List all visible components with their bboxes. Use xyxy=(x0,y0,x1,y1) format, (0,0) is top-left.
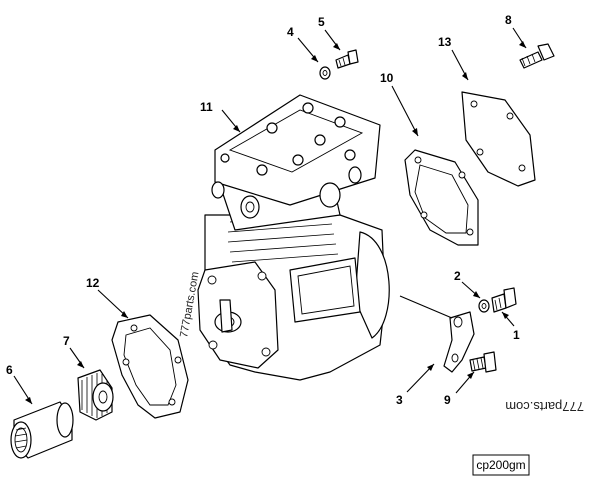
callout-5: 5 xyxy=(318,15,325,29)
callout-6: 6 xyxy=(6,363,13,377)
callout-12: 12 xyxy=(86,276,100,290)
callout-11: 11 xyxy=(200,100,213,114)
callout-7: 7 xyxy=(63,334,70,348)
washer-4 xyxy=(319,66,331,80)
air-compressor-assembly xyxy=(197,94,390,381)
drive-gear-7 xyxy=(77,369,114,421)
watermark-lower: 777parts.com xyxy=(505,399,584,414)
bolt-1 xyxy=(491,287,517,313)
figure-code: cp200gm xyxy=(476,458,525,472)
leader-lines xyxy=(13,27,527,405)
bearing-6 xyxy=(10,401,74,459)
bolt-5 xyxy=(335,49,359,69)
callout-1: 1 xyxy=(513,328,520,342)
cap-screw-8 xyxy=(519,43,555,69)
callout-9: 9 xyxy=(444,393,451,407)
gasket-10 xyxy=(404,149,479,246)
watermark-upper: 777parts.com xyxy=(178,271,201,339)
figure-code-box: cp200gm xyxy=(472,454,530,476)
callout-8: 8 xyxy=(505,13,512,27)
callout-2: 2 xyxy=(454,269,461,283)
support-bracket-3 xyxy=(399,295,475,373)
gasket-12 xyxy=(111,314,189,419)
callout-labels: 11 5 4 8 13 10 2 1 3 9 12 7 6 xyxy=(6,13,520,407)
callout-3: 3 xyxy=(396,393,403,407)
callout-4: 4 xyxy=(287,25,294,39)
cover-plate-13 xyxy=(461,91,536,187)
callout-13: 13 xyxy=(438,35,452,49)
callout-10: 10 xyxy=(380,71,394,85)
washer-2 xyxy=(478,299,490,313)
bolt-9 xyxy=(469,351,497,373)
